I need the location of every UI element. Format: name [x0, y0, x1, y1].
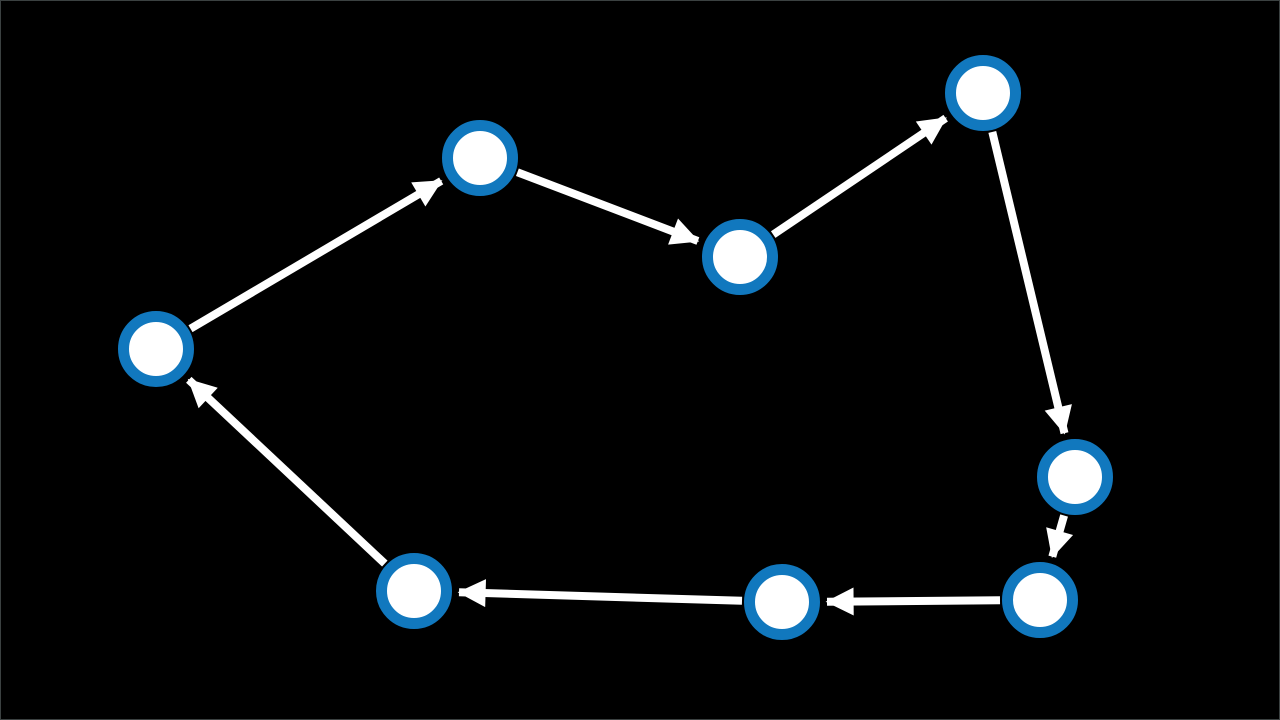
graph-edge-node-bottom-left-to-node-left [186, 376, 388, 567]
graph-node-upper-mid [442, 120, 518, 196]
graph-edges-layer [186, 114, 1074, 616]
graph-edge-node-top-right-to-node-right [988, 130, 1072, 435]
graph-edge-node-bottom-center-to-node-bottom-left [457, 579, 743, 608]
graph-node-right [1037, 439, 1113, 515]
graph-edge-node-right-to-node-bottom-right [1046, 514, 1074, 559]
graph-node-bottom-left [376, 553, 452, 629]
graph-node-center [702, 219, 778, 295]
graph-node-left [118, 311, 194, 387]
graph-edge-node-left-to-node-upper-mid [188, 177, 444, 333]
graph-node-top-right [945, 55, 1021, 131]
graph-edge-node-bottom-right-to-node-bottom-center [825, 587, 1001, 616]
graph-node-bottom-right [1002, 562, 1078, 638]
graph-nodes-layer [118, 55, 1113, 640]
graph-edge-node-center-to-node-top-right [770, 114, 948, 238]
graph-edge-node-upper-mid-to-node-center [515, 168, 700, 245]
graph-node-bottom-center [744, 564, 820, 640]
